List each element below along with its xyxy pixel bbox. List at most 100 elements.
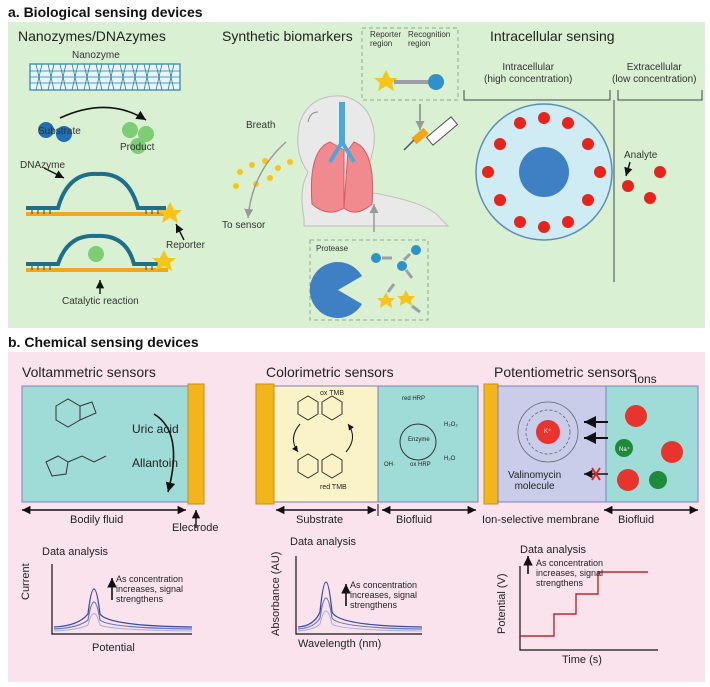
dnazyme-icon (26, 171, 182, 223)
pot-data-analysis-label: Data analysis (520, 544, 587, 556)
k-ion (625, 405, 647, 427)
extra-bracket (617, 90, 703, 101)
section-a-title: a. Biological sensing devices (8, 4, 203, 20)
intracellular-title: Intracellular sensing (490, 28, 615, 44)
oh-label: OH· (384, 462, 395, 468)
electrode-label: Electrode (172, 522, 219, 534)
colo-ylabel: Absorbance (AU) (270, 551, 282, 636)
section-b-title: b. Chemical sensing devices (8, 334, 199, 350)
colo-annotation: As concentration increases, signal stren… (350, 580, 418, 610)
membrane-box (497, 385, 607, 503)
to-sensor-label: To sensor (222, 220, 266, 231)
protease-label: Protease (316, 244, 349, 253)
h2o-label: H₂O (444, 456, 456, 462)
colo-electrode (255, 383, 275, 505)
h2o2-label: H₂O₂ (444, 422, 458, 428)
volt-plot (51, 564, 193, 635)
reporter-arrow (175, 223, 185, 241)
membrane-label: Ion-selective membrane (482, 514, 600, 526)
k-ion (661, 441, 683, 463)
colorimetric-title: Colorimetric sensors (266, 364, 394, 380)
substrate-sphere (38, 122, 54, 138)
reporter-star-icon (374, 70, 398, 91)
nanozyme-label: Nanozyme (72, 50, 120, 61)
na-ion (649, 471, 667, 489)
red-tmb-label: red TMB (320, 484, 347, 491)
valinomycin-label: Valinomycin molecule (508, 470, 562, 492)
tmb-structure-icon (297, 395, 343, 479)
substrate-label: Substrate (38, 126, 81, 137)
reporter-label: Reporter (166, 240, 205, 251)
lungs-icon (310, 102, 374, 213)
colo-xlabel: Wavelength (nm) (298, 638, 382, 650)
pot-plot (519, 556, 658, 651)
pot-ylabel: Potential (V) (496, 573, 508, 634)
allantoin-structure-icon (45, 455, 107, 477)
k-ion-bound (536, 420, 560, 444)
product-sphere (122, 122, 138, 138)
pot-xlabel: Time (s) (562, 654, 602, 666)
bodily-fluid-label: Bodily fluid (70, 514, 124, 526)
valinomycin-structure-icon (517, 401, 579, 463)
synthetic-title: Synthetic biomarkers (222, 28, 353, 44)
protease-pacman-icon (309, 262, 362, 319)
intracellular-analytes (482, 112, 606, 233)
intra-bracket (463, 90, 611, 101)
catalytic-label: Catalytic reaction (62, 296, 139, 307)
volt-data-analysis-label: Data analysis (42, 546, 109, 558)
breath-label: Breath (246, 120, 276, 131)
extracellular-analytes (622, 166, 666, 204)
substrate-sphere (56, 126, 72, 142)
enzyme-label: Enzyme (408, 437, 430, 443)
nanotube-icon (29, 63, 181, 91)
pot-biofluid-label: Biofluid (618, 514, 655, 526)
uric-acid-structure-icon (55, 398, 97, 428)
k-bound-label: K⁺ (544, 429, 552, 435)
ions-label: Ions (634, 372, 657, 386)
analyte-label: Analyte (624, 150, 658, 161)
tmb-arrow (345, 423, 354, 453)
recognition-region-label: Recognition region (408, 30, 451, 48)
dnazyme-catalytic-icon (26, 233, 176, 272)
red-hrp-label: red HRP (402, 396, 426, 402)
pot-annotation: As concentration increases, signal stren… (536, 558, 604, 588)
ox-tmb-label: ox TMB (320, 390, 344, 397)
na-ion (615, 439, 633, 457)
na-label: Na⁺ (619, 447, 630, 453)
pot-electrode (483, 383, 499, 505)
k-ion (617, 469, 639, 491)
section-b-illustrations (21, 383, 699, 651)
dnazyme-arrow (43, 167, 65, 179)
to-sensor-arrow (244, 141, 287, 219)
breath-particles (233, 158, 293, 189)
product-sphere (138, 126, 154, 142)
volt-xlabel: Potential (92, 642, 135, 654)
protease-box (309, 239, 429, 321)
product-sphere (130, 138, 146, 154)
ox-hrp-label: ox HRP (410, 462, 431, 468)
volt-fluid-box (21, 385, 189, 503)
syringe-icon (403, 116, 459, 151)
volt-ylabel: Current (20, 563, 32, 600)
intra-label: Intracellular (high concentration) (484, 62, 573, 85)
dnazyme-label: DNAzyme (20, 160, 66, 171)
cleaved-fragments (371, 245, 421, 314)
analyte-arrow (624, 161, 633, 177)
cell-icon (475, 103, 613, 241)
oxidation-arrow (153, 413, 176, 493)
colo-data-analysis-label: Data analysis (290, 536, 357, 548)
nanozymes-title: Nanozymes/DNAzymes (18, 28, 166, 44)
allantoin-label: Allantoin (132, 456, 179, 470)
colo-substrate-label: Substrate (296, 514, 344, 526)
volt-annotation: As concentration increases, signal stren… (116, 574, 184, 604)
colo-plot (295, 556, 423, 635)
enzyme-cycle-icon (399, 423, 437, 461)
extra-label: Extracellular (low concentration) (612, 62, 697, 85)
uric-acid-label: Uric acid (132, 422, 179, 436)
volt-electrode (187, 383, 205, 505)
recognition-sphere (428, 74, 444, 90)
tmb-arrow (292, 423, 301, 453)
colo-biofluid-box (377, 385, 479, 503)
section-a-illustrations (26, 27, 703, 321)
colo-biofluid-label: Biofluid (396, 514, 433, 526)
